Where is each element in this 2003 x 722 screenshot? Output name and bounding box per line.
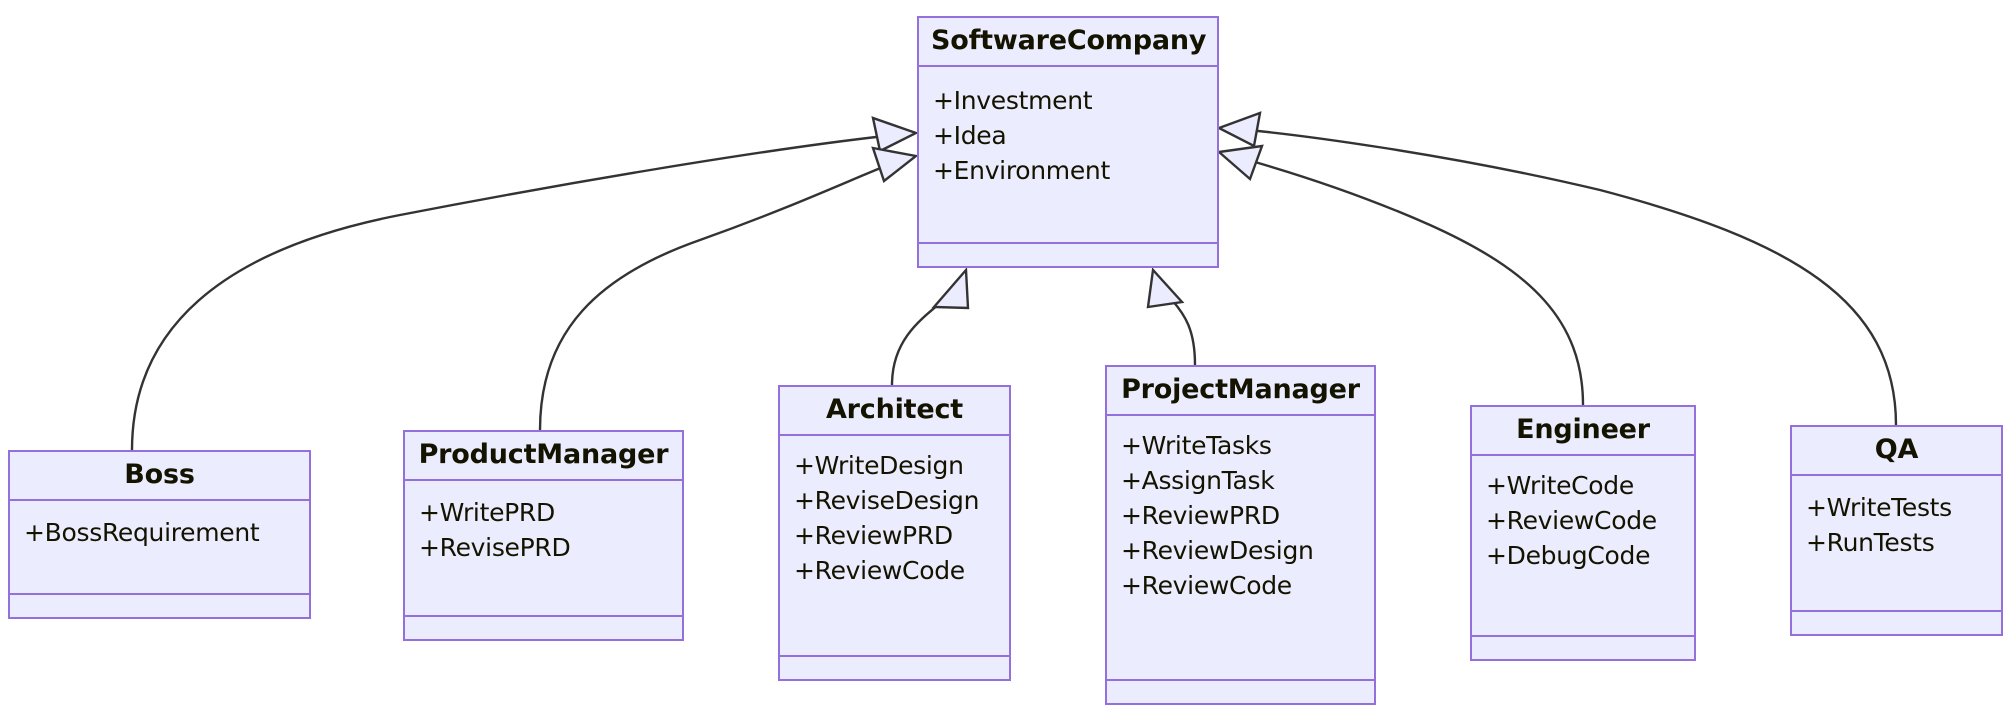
class-attributes-projectmanager: +WriteTasks +AssignTask +ReviewPRD +Revi…	[1107, 416, 1374, 681]
class-attribute: +ReviewCode	[1486, 506, 1657, 535]
class-attribute: +WriteCode	[1486, 471, 1634, 500]
class-attribute: +Idea	[933, 121, 1007, 150]
arrowhead-boss	[871, 116, 920, 153]
class-attribute: +WritePRD	[419, 498, 555, 527]
class-attribute: +RunTests	[1806, 528, 1935, 557]
class-attribute: +Investment	[933, 86, 1093, 115]
class-attributes-qa: +WriteTests +RunTests	[1792, 476, 2001, 612]
class-methods-productmanager	[405, 617, 682, 639]
class-attributes-softwarecompany: +Investment +Idea +Environment	[919, 67, 1217, 244]
edge-boss-to-softwarecompany	[130, 134, 886, 451]
class-box-boss[interactable]: Boss +BossRequirement	[8, 450, 311, 619]
class-attribute: +ReviewPRD	[1121, 501, 1280, 530]
arrowhead-engineer	[1216, 144, 1264, 182]
class-attribute: +DebugCode	[1486, 541, 1651, 570]
class-attributes-architect: +WriteDesign +ReviseDesign +ReviewPRD +R…	[780, 436, 1009, 657]
class-attribute: +WriteTasks	[1121, 431, 1272, 460]
class-box-projectmanager[interactable]: ProjectManager +WriteTasks +AssignTask +…	[1105, 365, 1376, 705]
class-title-projectmanager: ProjectManager	[1107, 367, 1374, 416]
class-box-softwarecompany[interactable]: SoftwareCompany +Investment +Idea +Envir…	[917, 16, 1219, 268]
class-attribute: +WriteTests	[1806, 493, 1952, 522]
class-box-engineer[interactable]: Engineer +WriteCode +ReviewCode +DebugCo…	[1470, 405, 1696, 661]
class-title-engineer: Engineer	[1472, 407, 1694, 456]
class-attribute: +BossRequirement	[24, 518, 260, 547]
class-title-architect: Architect	[780, 387, 1009, 436]
class-attribute: +Environment	[933, 156, 1110, 185]
edge-architect-to-softwarecompany	[890, 299, 945, 386]
class-title-productmanager: ProductManager	[405, 432, 682, 481]
class-box-productmanager[interactable]: ProductManager +WritePRD +RevisePRD	[403, 430, 684, 641]
class-attribute: +ReviewPRD	[794, 521, 953, 550]
arrowhead-projectmanager	[1146, 267, 1185, 309]
class-attribute: +ReviewDesign	[1121, 536, 1314, 565]
class-attribute: +ReviewCode	[794, 556, 965, 585]
class-attribute: +ReviewCode	[1121, 571, 1292, 600]
class-methods-softwarecompany	[919, 244, 1217, 266]
class-attributes-productmanager: +WritePRD +RevisePRD	[405, 481, 682, 617]
class-title-qa: QA	[1792, 427, 2001, 476]
class-methods-projectmanager	[1107, 681, 1374, 703]
arrowhead-qa	[1216, 111, 1262, 148]
class-title-boss: Boss	[10, 452, 309, 501]
class-methods-architect	[780, 657, 1009, 679]
class-attribute: +WriteDesign	[794, 451, 964, 480]
edge-projectmanager-to-softwarecompany	[1171, 299, 1197, 366]
class-attribute: +RevisePRD	[419, 533, 571, 562]
class-methods-boss	[10, 595, 309, 617]
class-attributes-boss: +BossRequirement	[10, 501, 309, 595]
arrowhead-productmanager	[871, 146, 919, 183]
arrowhead-architect	[931, 266, 970, 310]
class-box-qa[interactable]: QA +WriteTests +RunTests	[1790, 425, 2003, 636]
class-box-architect[interactable]: Architect +WriteDesign +ReviseDesign +Re…	[778, 385, 1011, 681]
class-attributes-engineer: +WriteCode +ReviewCode +DebugCode	[1472, 456, 1694, 637]
class-attribute: +ReviseDesign	[794, 486, 980, 515]
class-methods-engineer	[1472, 637, 1694, 659]
class-title-softwarecompany: SoftwareCompany	[919, 18, 1217, 67]
class-attribute: +AssignTask	[1121, 466, 1275, 495]
class-methods-qa	[1792, 612, 2001, 634]
